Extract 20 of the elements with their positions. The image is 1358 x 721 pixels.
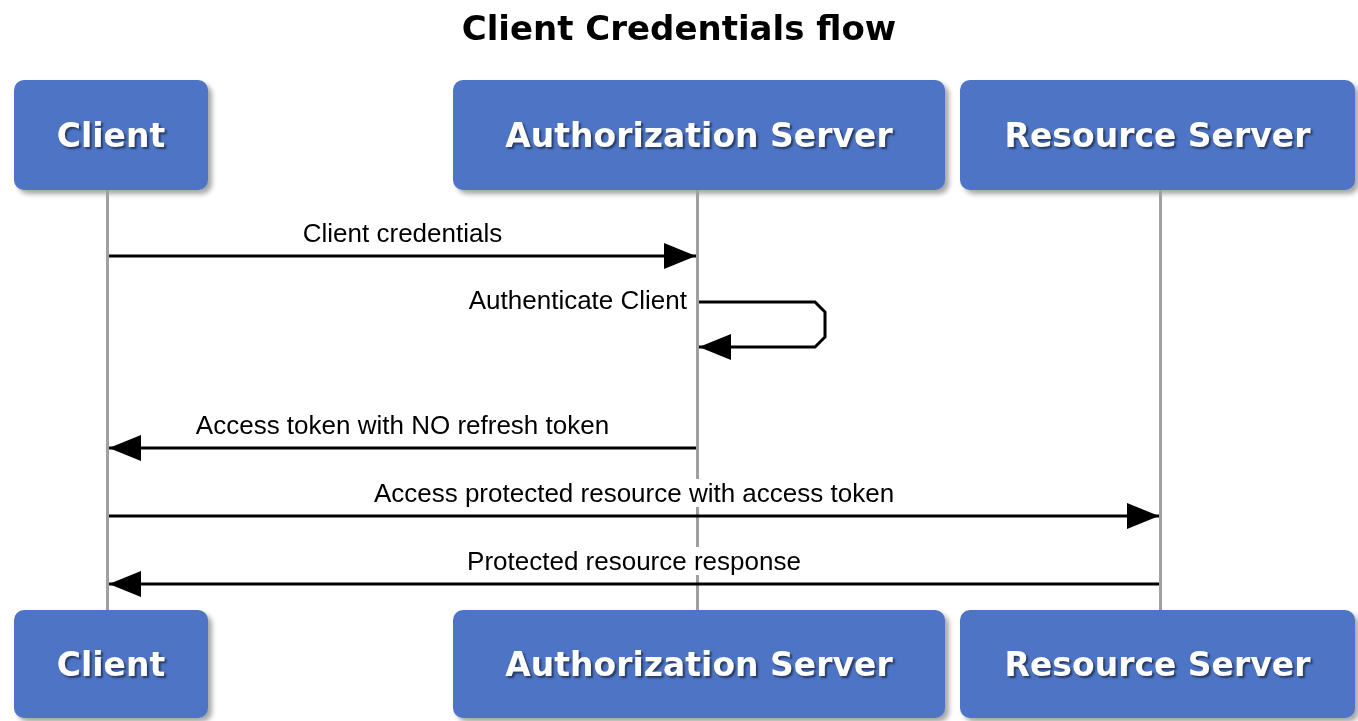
message-arrow: [109, 435, 696, 461]
participant-box: [14, 610, 208, 718]
lifeline: [106, 190, 109, 610]
diagram-title: Client Credentials flow: [460, 8, 898, 48]
participant-box: [960, 80, 1355, 190]
participant-name: Client: [56, 644, 166, 684]
participant-name: Client: [56, 115, 166, 155]
message-arrow: [109, 503, 1159, 529]
participant-box: [453, 80, 945, 190]
participant-name: Authorization Server: [505, 644, 893, 684]
participant-name: Authorization Server: [505, 115, 893, 155]
participant-box: [960, 610, 1355, 718]
message-arrow: [109, 243, 696, 269]
self-message-arrow: [699, 300, 827, 360]
participant-name: Resource Server: [1004, 115, 1311, 155]
participant-box: [453, 610, 945, 718]
lifeline: [1159, 190, 1162, 610]
participant-name: Resource Server: [1004, 644, 1311, 684]
message-arrow: [109, 571, 1159, 597]
participant-box: [14, 80, 208, 190]
